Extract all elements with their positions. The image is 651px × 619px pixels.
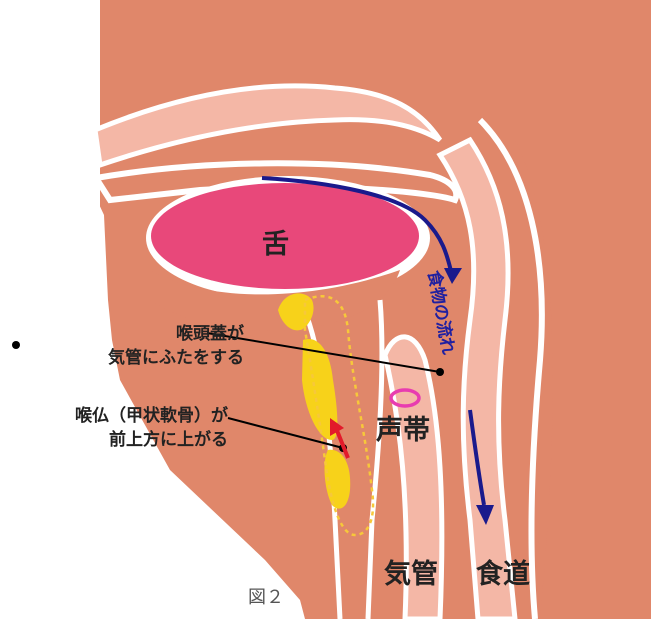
larynx-label-line1: 喉仏（甲状軟骨）が: [44, 404, 228, 428]
trachea-label: 気管: [384, 552, 438, 591]
larynx-label: 喉仏（甲状軟骨）が 前上方に上がる: [44, 404, 228, 452]
epiglottis-label-line1: 喉頭蓋が: [44, 322, 244, 346]
epiglottis-label-line2: 気管にふたをする: [44, 346, 244, 370]
vocal-cords-label: 声帯: [376, 408, 430, 447]
margin-dot: [12, 341, 20, 349]
tongue-label: 舌: [262, 222, 289, 261]
figure-caption: 図２: [248, 583, 284, 609]
epiglottis-leader-dot: [436, 368, 444, 376]
esophagus-label: 食道: [476, 552, 530, 591]
epiglottis-label: 喉頭蓋が 気管にふたをする: [44, 322, 244, 370]
larynx-label-line2: 前上方に上がる: [44, 428, 228, 452]
